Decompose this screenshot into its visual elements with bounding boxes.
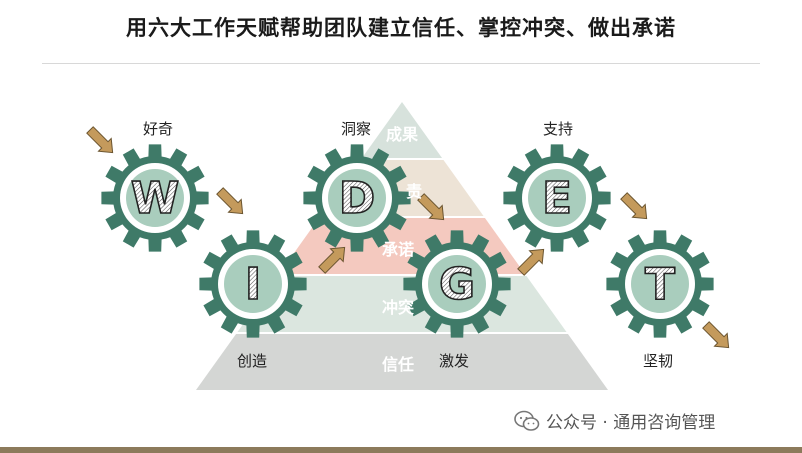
caption-wonder: 好奇 xyxy=(142,120,174,138)
gear-letter: W xyxy=(131,173,180,224)
caption-invention: 创造 xyxy=(236,352,268,370)
caption-galvanizing: 激发 xyxy=(438,352,470,370)
gear-i: I xyxy=(199,230,307,338)
watermark: 公众号 · 通用咨询管理 xyxy=(514,408,715,433)
title-divider xyxy=(42,63,760,64)
gear-d: D xyxy=(303,144,411,252)
gear-letter: D xyxy=(339,173,376,224)
arrows xyxy=(86,126,730,349)
gear-w: W xyxy=(101,144,209,252)
tier-trust xyxy=(196,334,608,390)
tier-label-results: 成果 xyxy=(385,125,419,144)
gear-e: E xyxy=(503,144,611,252)
watermark-text: 公众号 · 通用咨询管理 xyxy=(546,413,716,433)
flow-arrow xyxy=(216,187,244,215)
gear-letter: T xyxy=(645,259,675,310)
gears: W I D G E T xyxy=(101,144,714,338)
caption-discernment: 洞察 xyxy=(340,120,372,138)
caption-tenacity: 坚韧 xyxy=(642,352,674,370)
wechat-icon xyxy=(514,410,540,431)
flow-arrow xyxy=(417,193,445,221)
gear-letter: I xyxy=(245,259,261,310)
tier-results xyxy=(361,102,443,158)
page-title: 用六大工作天赋帮助团队建立信任、掌控冲突、做出承诺 xyxy=(126,16,676,40)
tier-label-accountability: 责 xyxy=(405,182,423,201)
tier-label-trust: 信任 xyxy=(381,355,415,374)
flow-arrow xyxy=(620,192,648,220)
gear-g: G xyxy=(403,230,511,338)
caption-enablement: 支持 xyxy=(542,120,574,138)
gear-letter: E xyxy=(542,173,572,224)
flow-arrow xyxy=(702,321,730,349)
flow-arrow xyxy=(318,246,346,274)
tier-label-conflict: 冲突 xyxy=(381,298,415,317)
flow-arrow xyxy=(86,126,114,154)
gear-letter: G xyxy=(439,259,475,310)
gear-t: T xyxy=(606,230,714,338)
flow-arrow xyxy=(517,248,545,276)
bottom-bar xyxy=(0,447,802,453)
tier-label-commitment: 承诺 xyxy=(381,240,415,259)
